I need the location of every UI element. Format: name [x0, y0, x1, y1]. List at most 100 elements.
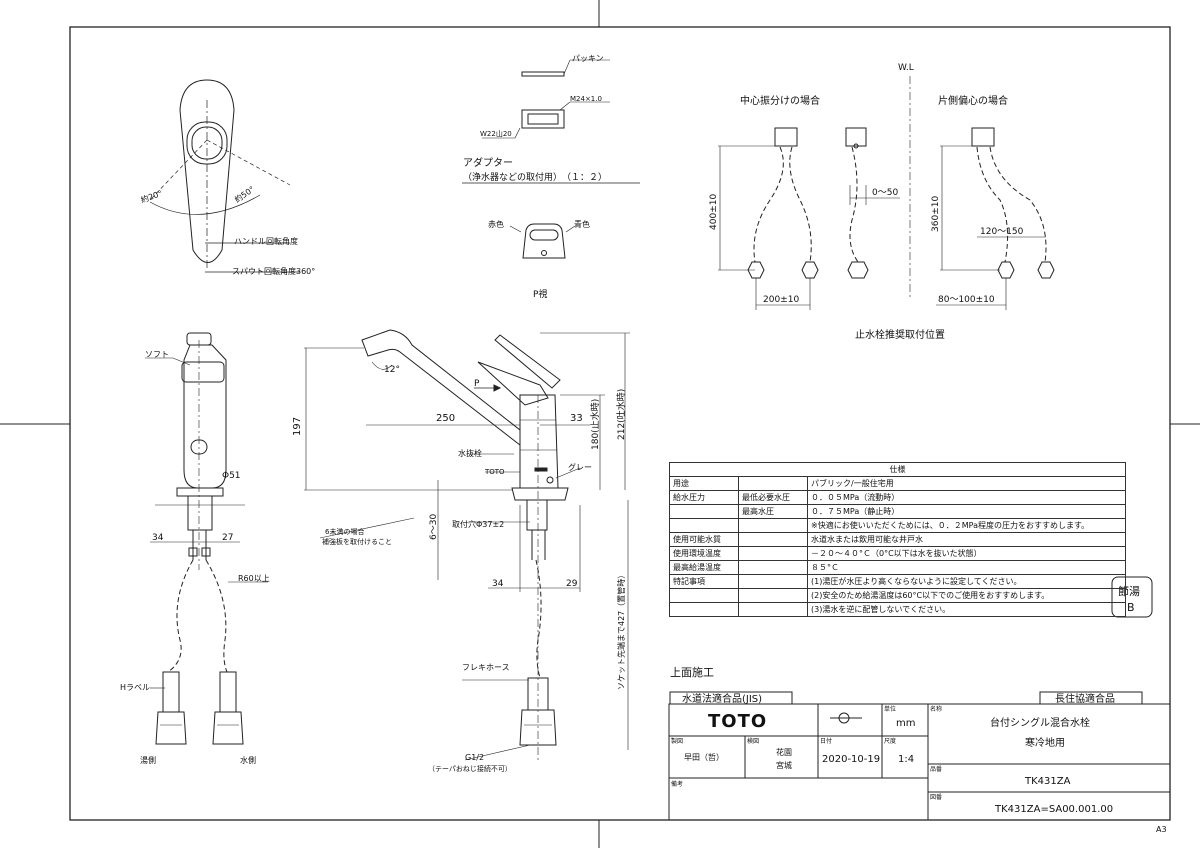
brand-logo: TOTO [708, 711, 767, 732]
spec-label [669, 588, 739, 603]
w22-label: W22山20 [480, 129, 512, 138]
d400-label: 400±10 [709, 194, 719, 230]
approx20-label: 約20° [139, 188, 163, 205]
front-view-faucet [145, 332, 268, 745]
spec-label: 用途 [669, 476, 739, 491]
d197-label: 197 [292, 417, 303, 436]
name-line2: 寒冷地用 [1025, 736, 1065, 749]
name-line1: 台付シングル混合水栓 [990, 716, 1090, 729]
adapter-title: アダプター [463, 156, 513, 169]
d12-label: 12° [384, 365, 400, 375]
spec-row: (3)湯水を逆に配管しないでください。 [669, 602, 1126, 617]
unit-head: 単位 [884, 705, 896, 713]
approx50-label: 約50° [232, 184, 256, 205]
unit-value: mm [896, 718, 915, 729]
toto-small-label: TOTO [484, 468, 505, 476]
d250-label: 250 [436, 413, 455, 424]
spec-value: (3)湯水を逆に配管しないでください。 [807, 602, 1126, 617]
spec-value: ８５°Ｃ [807, 560, 1126, 575]
spec-value: パブリック/一般住宅用 [807, 476, 1126, 491]
title-block [668, 691, 1171, 821]
one-side-case-label: 片側偏心の場合 [938, 94, 1008, 107]
spec-row: 使用環境温度－２０～４０°Ｃ（0°C以下は水を抜いた状態） [669, 546, 1126, 561]
mount-hole-label: 取付穴Φ37±2 [452, 519, 504, 529]
spec-sublabel [738, 546, 808, 561]
spec-row: 特記事項 (1)湯圧が水圧より高くならないように設定してください。 [669, 574, 1126, 589]
notes-head: 備考 [671, 780, 683, 788]
d0-50-label: 0～50 [872, 188, 898, 198]
spec-sublabel: 最低必要水圧 [738, 490, 808, 505]
spec-label: 給水圧力 [669, 490, 739, 505]
spec-value: (1)湯圧が水圧より高くならないように設定してください。 [807, 574, 1126, 589]
jis-label: 水道法適合品(JIS) [682, 692, 762, 705]
spec-value: ０．７５MPa（静止時） [807, 504, 1126, 519]
soft-label: ソフト [145, 350, 169, 359]
packing-label: パッキン [572, 54, 604, 63]
spec-label: 使用可能水質 [669, 532, 739, 547]
spec-label: 最高給湯温度 [669, 560, 739, 575]
checker-1: 花園 [776, 747, 792, 757]
drawing-no: TK431ZA=SA00.001.00 [994, 804, 1113, 815]
drawing-head: 図番 [930, 794, 942, 801]
cold-side-label: 水側 [240, 755, 256, 765]
spec-sublabel [738, 560, 808, 575]
taper-label: （テーパおねじ接続不可） [428, 764, 512, 773]
spec-value: ０．０５MPa（流動時） [807, 490, 1126, 505]
d51-label: Φ51 [222, 471, 241, 481]
date-value: 2020-10-19 [822, 754, 880, 765]
d34a-label: 34 [152, 533, 164, 543]
d200-label: 200±10 [763, 295, 799, 305]
spec-heading: 仕様 [669, 462, 1126, 477]
blue-label: 青色 [574, 219, 590, 229]
setsuto-b-text: B [1127, 601, 1135, 614]
spec-value: －２０～４０°Ｃ（0°C以下は水を抜いた状態） [807, 546, 1126, 561]
drafter-head: 製図 [671, 737, 683, 745]
d33-label: 33 [570, 413, 583, 424]
d29-label: 29 [566, 579, 578, 589]
spec-value: 水道水または飲用可能な井戸水 [807, 532, 1126, 547]
handle-angle-label: ハンドル回転角度 [234, 236, 298, 246]
drafter-value: 早田（哲） [684, 753, 724, 762]
spec-row: 使用可能水質 水道水または飲用可能な井戸水 [669, 532, 1126, 547]
adapter-subtitle: （浄水器などの取付用） （１：２） [463, 171, 607, 183]
reinforce-label-1: 6未満の場合 [325, 527, 364, 536]
spec-sublabel [738, 518, 808, 533]
d27-label: 27 [222, 533, 233, 543]
spec-heading-row: 仕様 [669, 462, 1126, 477]
spec-label [669, 504, 739, 519]
spec-label [669, 602, 739, 617]
top-install-label: 上面施工 [670, 666, 714, 679]
center-case-label: 中心振分けの場合 [740, 94, 820, 107]
part-value: TK431ZA [1024, 776, 1071, 787]
spec-label: 特記事項 [669, 574, 739, 589]
d180-label: 180(止水時) [589, 399, 601, 450]
top-view-faucet [149, 79, 300, 273]
d80-label: 80～100±10 [938, 295, 995, 305]
checker-2: 宮城 [776, 760, 792, 770]
spec-sublabel: 最高水圧 [738, 504, 808, 519]
spec-row: (2)安全のため給湯温度は60°C以下でのご使用をおすすめします。 [669, 588, 1126, 603]
d120-label: 120～150 [980, 227, 1024, 237]
valve-position-title: 止水栓推奨取付位置 [855, 328, 945, 341]
p-view-label: P視 [533, 288, 547, 300]
sheet-size-label: A3 [1156, 825, 1167, 834]
flex-hose-label: フレキホース [462, 663, 510, 672]
spec-value: ※快適にお使いいただくためには、０．２MPa程度の圧力をおすすめします。 [807, 518, 1126, 533]
scale-value: 1:4 [898, 754, 914, 765]
spec-row: 最高給湯温度 ８５°Ｃ [669, 560, 1126, 575]
part-head: 品番 [930, 766, 942, 773]
spec-sublabel [738, 588, 808, 603]
spec-sublabel [738, 574, 808, 589]
hot-side-label: 湯側 [140, 755, 156, 765]
choju-label: 長住協適合品 [1055, 692, 1115, 705]
name-head: 名称 [930, 705, 942, 713]
m24-label: M24×1.0 [570, 95, 602, 103]
g12-label: G1/2 [465, 753, 484, 762]
checker-head: 検図 [747, 737, 759, 745]
